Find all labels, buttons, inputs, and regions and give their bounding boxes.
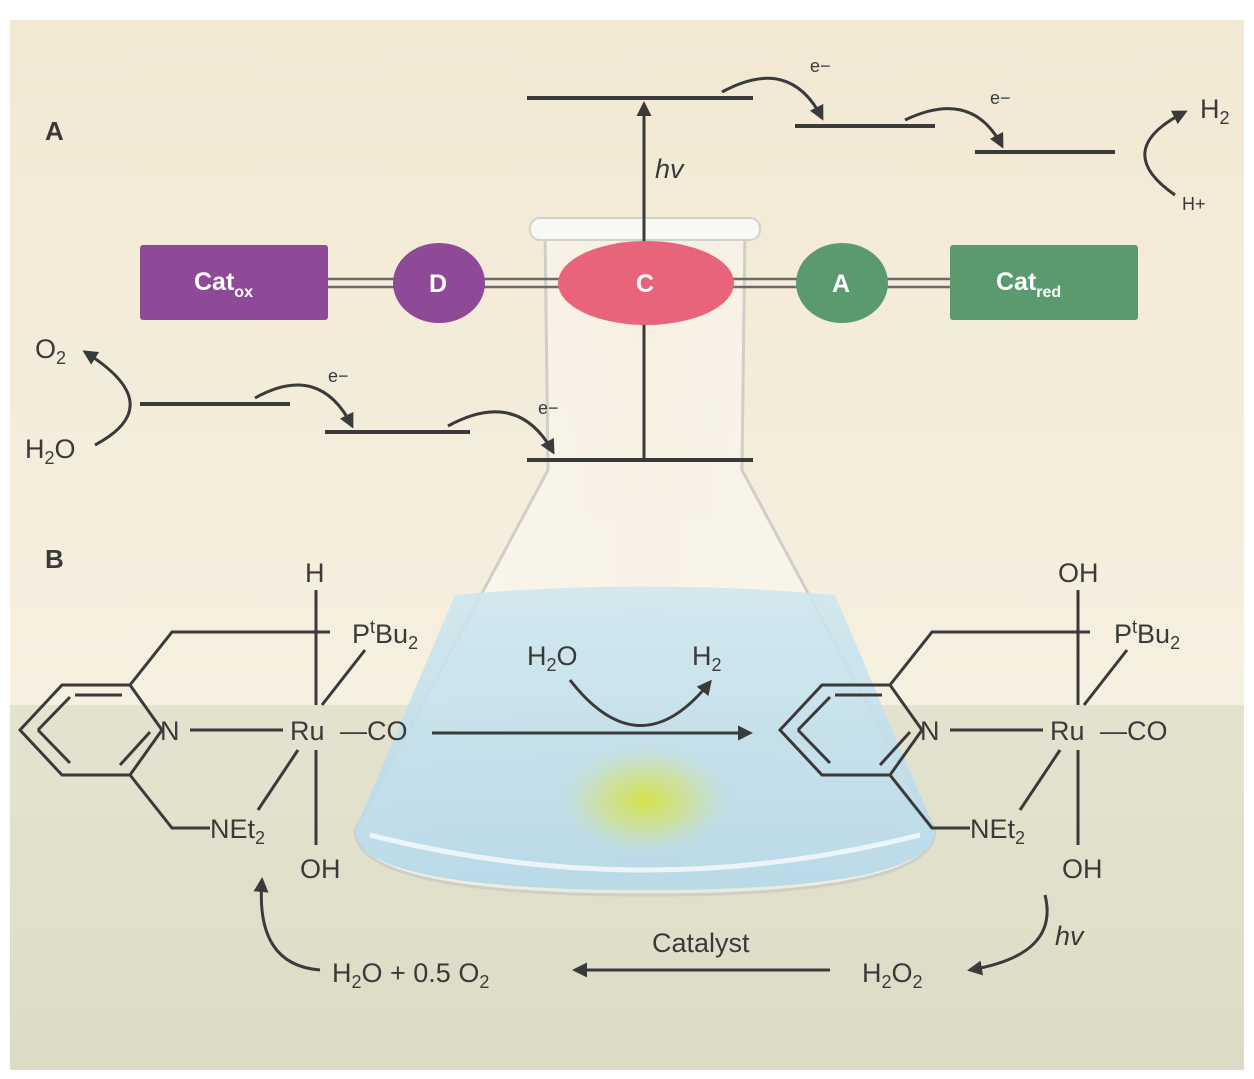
hv-label-b: hv [1055,921,1085,951]
svg-text:PtBu2: PtBu2 [352,617,418,653]
svg-text:N: N [920,716,940,746]
hydrogen-product-label: H2 [692,641,722,675]
water-oxidation-arrow [82,350,132,447]
right-ru-complex: OH PtBu2 N Ru —CO NEt2 OH [777,558,1180,884]
donor-node: D [393,243,485,323]
svg-text:N: N [160,716,180,746]
electron-label-3: e− [328,366,349,386]
svg-text:A: A [832,270,850,298]
electron-transfer-arrow-2 [904,107,1004,149]
products-label: H2O + 0.5 O2 [332,958,489,992]
svg-text:H: H [305,558,325,588]
catalyst-label: Catalyst [652,928,750,958]
water-reactant-label: H2O [527,641,578,675]
water-label-a: H2O [25,434,76,468]
o2-label: O2 [35,334,66,368]
electron-transfer-arrow-3 [254,383,354,429]
panel-a-label: A [45,116,64,146]
left-ru-complex: H PtBu2 N Ru —CO NEt2 OH [17,558,418,884]
h2-product-label: H2 [1200,94,1230,128]
acceptor-node: A [796,243,888,323]
svg-text:NEt2: NEt2 [970,814,1025,848]
svg-text:OH: OH [1058,558,1099,588]
svg-text:D: D [429,270,447,298]
svg-text:OH: OH [300,854,341,884]
regeneration-arrow [253,877,321,972]
panel-b-label: B [45,544,64,574]
proton-label: H+ [1182,194,1206,214]
svg-text:Ru: Ru [1050,716,1085,746]
svg-text:—CO: —CO [340,716,408,746]
chromophore-node: C [558,241,734,325]
cat-red-node: Catred [950,245,1138,320]
electron-label-1: e− [810,56,831,76]
electron-transfer-arrow-1 [721,76,824,121]
proton-reduction-arrow [1143,110,1188,197]
svg-text:Catox: Catox [194,268,253,301]
svg-text:Catred: Catred [996,268,1061,301]
svg-text:C: C [636,270,654,298]
electron-label-4: e− [538,398,559,418]
electron-label-2: e− [990,88,1011,108]
svg-text:OH: OH [1062,854,1103,884]
photolysis-arrow [967,894,1049,976]
hv-label-a: hv [655,154,685,184]
node-connectors [328,277,950,289]
svg-text:NEt2: NEt2 [210,814,265,848]
svg-text:—CO: —CO [1100,716,1168,746]
water-to-hydrogen-arc [568,679,712,727]
cat-ox-node: Catox [140,245,328,320]
flask-illustration [353,217,937,897]
peroxide-label: H2O2 [862,958,923,992]
electron-transfer-arrow-4 [447,410,555,455]
svg-text:PtBu2: PtBu2 [1114,617,1180,653]
svg-text:Ru: Ru [290,716,325,746]
